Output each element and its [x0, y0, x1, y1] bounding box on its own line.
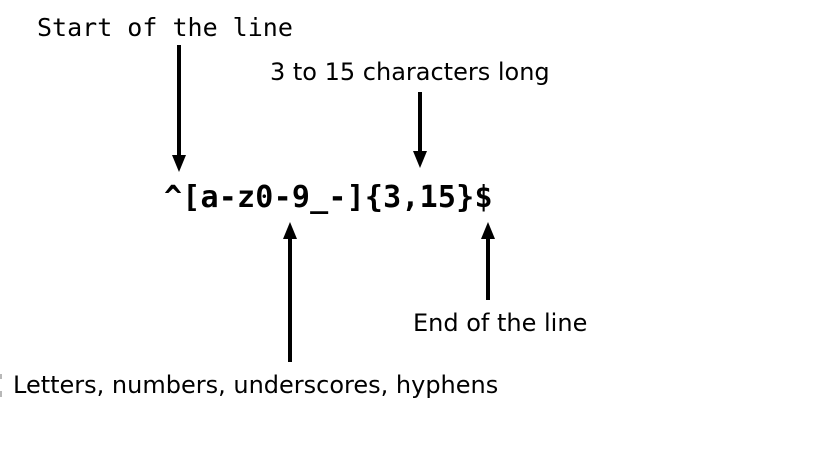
arrow-stem	[288, 239, 292, 362]
arrow-stem	[177, 45, 181, 155]
arrow-head	[172, 155, 186, 172]
arrow-down-to-caret-icon	[172, 45, 186, 172]
left-edge-artifact	[0, 374, 2, 379]
arrow-down-to-quantifier-icon	[413, 92, 427, 168]
arrow-head	[481, 222, 495, 239]
end-of-line-label: End of the line	[413, 309, 588, 337]
regex-pattern: ^[a-z0-9_-]{3,15}$	[164, 180, 493, 215]
arrow-stem	[418, 92, 422, 151]
start-of-line-label: Start of the line	[37, 13, 293, 42]
arrow-stem	[486, 239, 490, 300]
charset-label: Letters, numbers, underscores, hyphens	[13, 371, 499, 399]
arrow-up-to-dollar-icon	[481, 222, 495, 300]
arrow-head	[283, 222, 297, 239]
length-label: 3 to 15 characters long	[270, 58, 550, 86]
arrow-up-to-charclass-icon	[283, 222, 297, 362]
arrow-head	[413, 151, 427, 168]
left-edge-artifact	[0, 391, 2, 397]
